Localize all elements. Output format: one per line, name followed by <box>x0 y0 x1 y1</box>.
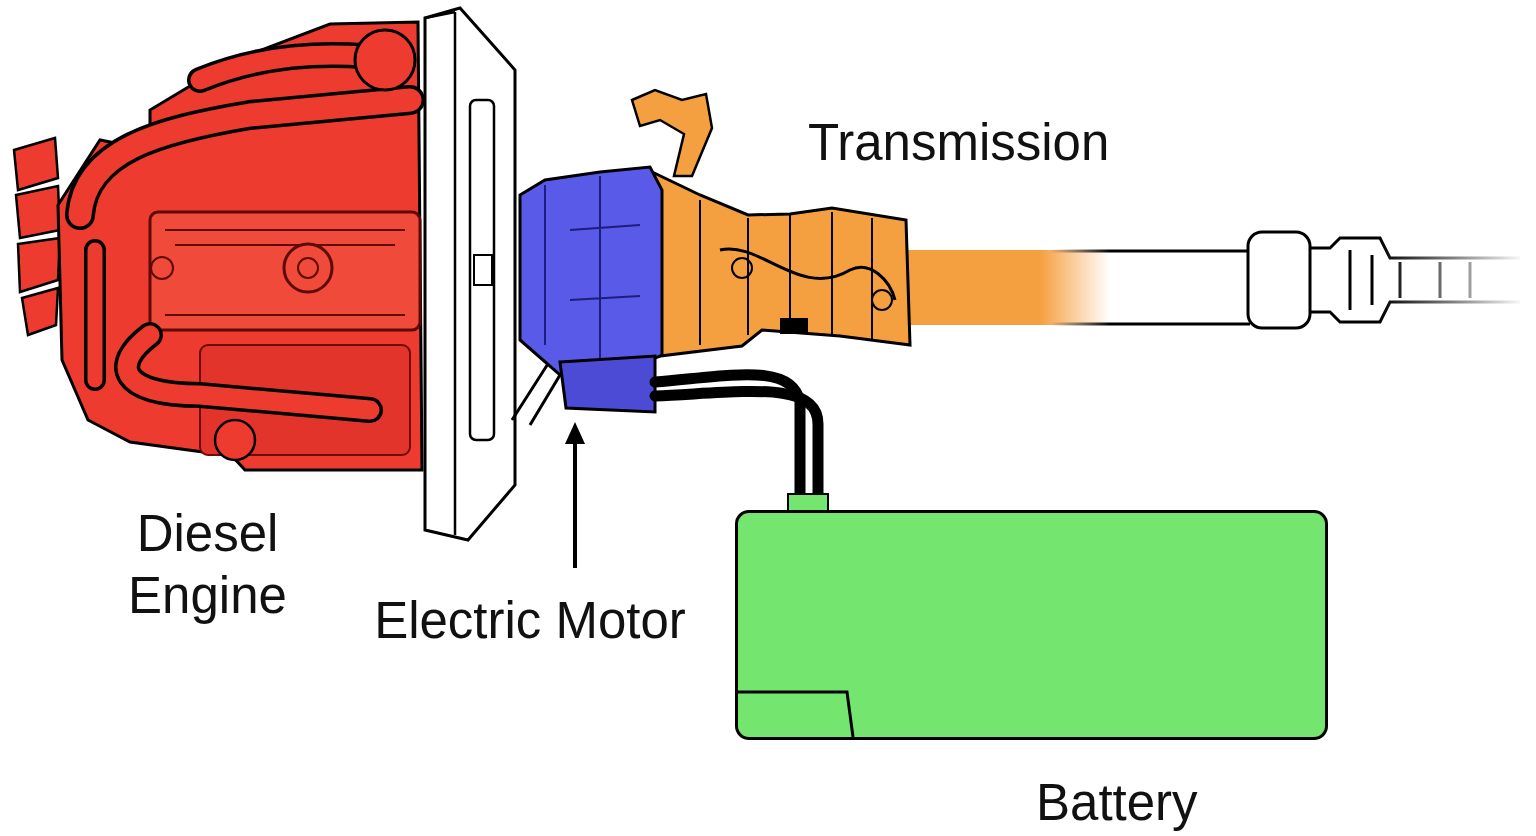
engine-label: Diesel Engine <box>100 503 315 627</box>
plate-slot <box>470 100 494 440</box>
valve-cover <box>150 212 420 330</box>
electric-motor <box>520 167 662 412</box>
fan-blade <box>16 186 60 238</box>
part-label-box: Electric Motor <box>350 590 710 652</box>
joint-outline <box>1310 238 1520 258</box>
engine-pulley <box>215 420 255 460</box>
oil-cap <box>284 244 332 292</box>
engine-pipes <box>80 55 410 410</box>
part-label-box: Transmission <box>808 112 1168 174</box>
joint-outline <box>1310 302 1520 322</box>
fan-blade <box>22 288 58 335</box>
pipe <box>127 335 370 410</box>
motor-label: Electric Motor <box>350 590 710 652</box>
leader-arrow <box>565 422 585 568</box>
plate-edge <box>425 12 455 535</box>
corner-line <box>738 692 853 737</box>
motor-detail <box>545 176 640 370</box>
fan-blade <box>18 238 60 292</box>
turbocharger <box>355 30 415 90</box>
gearbox-housing <box>648 170 910 356</box>
diesel-engine <box>58 22 422 470</box>
part-label-box: Diesel Engine <box>100 503 315 627</box>
shaft-tube <box>905 250 1250 325</box>
oil-cap-center <box>298 258 318 278</box>
pipe-outline <box>84 250 106 380</box>
motor-housing <box>520 167 662 375</box>
pipe <box>88 250 103 380</box>
plate-outline <box>425 8 515 540</box>
fan-blade <box>14 138 58 190</box>
cable <box>655 391 818 494</box>
shaft-yoke <box>1248 232 1310 328</box>
harness <box>720 249 895 300</box>
pipe <box>80 100 410 215</box>
cover-bolt <box>151 257 173 279</box>
valve-cover-line <box>165 230 405 315</box>
drive-shaft <box>905 232 1520 328</box>
pipe-outline <box>127 335 370 410</box>
transmission-label: Transmission <box>808 112 1168 174</box>
leader-line <box>573 440 577 568</box>
inverter-box <box>560 356 655 412</box>
shaft-edge <box>1050 250 1250 253</box>
plate-tab <box>474 255 492 285</box>
connector-block <box>780 318 808 334</box>
housing-bolt <box>872 290 892 310</box>
cooling-fan <box>14 138 60 335</box>
power-cable <box>655 375 818 494</box>
universal-joint <box>1310 238 1520 322</box>
arrowhead <box>565 422 585 444</box>
battery-corner-mark <box>735 680 865 740</box>
engine-block <box>58 22 422 470</box>
pipe-outline <box>80 100 410 215</box>
gear-lever <box>632 90 712 176</box>
joint-detail <box>1350 250 1470 310</box>
shaft-edge <box>1050 323 1250 326</box>
battery-label: Battery <box>1036 772 1198 834</box>
housing-bolt <box>732 258 752 278</box>
flywheel-plate <box>425 8 515 540</box>
battery-box: Battery <box>735 510 1328 740</box>
